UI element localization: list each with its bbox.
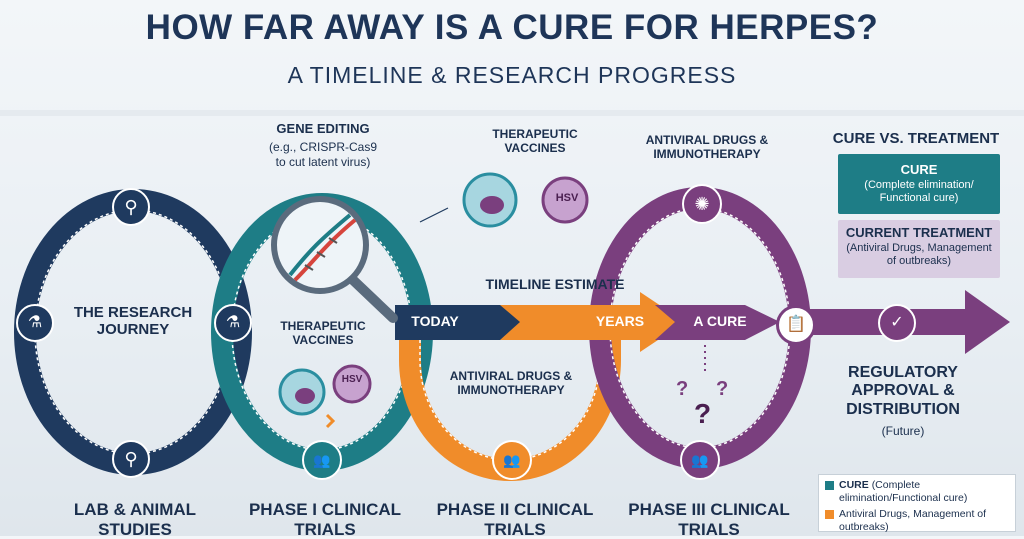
microscope-icon: ⚲ bbox=[112, 188, 150, 226]
legend-swatch-orange bbox=[825, 510, 834, 520]
legend-item2-text: Antiviral Drugs, Management of outbreaks… bbox=[839, 508, 987, 533]
magnifier-check-icon: ✓ bbox=[878, 304, 916, 342]
legend-item-treatment: Antiviral Drugs, Management of outbreaks… bbox=[825, 508, 1009, 533]
antiviral-inner-label: ANTIVIRAL DRUGS & IMMUNOTHERAPY bbox=[449, 369, 573, 397]
gene-editing-desc-2: to cut latent virus) bbox=[275, 155, 371, 169]
legend-item1-text: (Complete elimination/Functional cure) bbox=[839, 479, 968, 504]
gene-editing-title: GENE EDITING bbox=[276, 121, 370, 136]
timeline-cure: A CURE bbox=[693, 313, 747, 329]
cure-box: CURE (Complete elimination/ Functional c… bbox=[838, 154, 1000, 214]
virus-icon: ✺ bbox=[682, 184, 722, 224]
antiviral-top-label: ANTIVIRAL DRUGS & IMMUNOTHERAPY bbox=[645, 133, 769, 161]
lab-animal-label: LAB & ANIMAL STUDIES bbox=[73, 500, 197, 539]
question-mark-icon: ? bbox=[694, 398, 712, 429]
treatment-box-desc: (Antiviral Drugs, Management of outbreak… bbox=[846, 242, 992, 268]
background-lab-shelf bbox=[0, 110, 1024, 116]
research-journey-label: THE RESEARCH JOURNEY bbox=[73, 304, 193, 339]
timeline-arrow-cure bbox=[655, 305, 780, 340]
flask-icon-left: ⚗ bbox=[16, 304, 54, 342]
people-icon-phase2: 👥 bbox=[492, 440, 532, 480]
clipboard-icon: 📋 bbox=[776, 305, 816, 345]
legend-swatch-teal bbox=[825, 481, 834, 490]
phase1-label: PHASE I CLINICAL TRIALS bbox=[248, 500, 402, 539]
question-mark-icon: ? bbox=[676, 378, 689, 400]
vaccines-inner-label: THERAPEUTIC VACCINES bbox=[280, 319, 366, 347]
timeline-arrow-today bbox=[395, 305, 525, 340]
treatment-box-title: CURRENT TREATMENT bbox=[845, 225, 993, 240]
legend-item-cure: CURE (Complete elimination/Functional cu… bbox=[825, 479, 1009, 504]
question-mark-icon: ? bbox=[716, 378, 729, 400]
people-icon-phase1: 👥 bbox=[302, 440, 342, 480]
timeline-years: YEARS bbox=[595, 313, 645, 329]
flask-icon-right: ⚗ bbox=[214, 304, 252, 342]
vaccine-cell-icon bbox=[462, 172, 589, 228]
legend: CURE (Complete elimination/Functional cu… bbox=[818, 474, 1016, 533]
cure-box-desc: (Complete elimination/ Functional cure) bbox=[864, 179, 974, 205]
microscope-icon-bottom: ⚲ bbox=[112, 440, 150, 478]
regulatory-label: REGULATORY APPROVAL & DISTRIBUTION bbox=[846, 364, 960, 418]
legend-item1-bold: CURE bbox=[839, 479, 869, 491]
hsv-label-inner: HSV bbox=[341, 374, 363, 385]
people-icon-phase3: 👥 bbox=[680, 440, 720, 480]
vaccines-top-label: THERAPEUTIC VACCINES bbox=[492, 127, 578, 155]
timeline-heading: TIMELINE ESTIMATE bbox=[485, 276, 625, 292]
page-subtitle: A TIMELINE & RESEARCH PROGRESS bbox=[287, 62, 737, 88]
regulatory-note: (Future) bbox=[881, 424, 925, 438]
treatment-box: CURRENT TREATMENT (Antiviral Drugs, Mana… bbox=[838, 220, 1000, 278]
phase3-label: PHASE III CLINICAL TRIALS bbox=[628, 500, 790, 539]
vaccine-inner-icon bbox=[278, 364, 372, 429]
phase2-label: PHASE II CLINICAL TRIALS bbox=[436, 500, 594, 539]
comparison-heading: CURE VS. TREATMENT bbox=[832, 130, 1000, 147]
gene-editing-desc-1: (e.g., CRISPR-Cas9 bbox=[268, 140, 378, 154]
timeline-today: TODAY bbox=[411, 313, 459, 329]
dna-magnifier-icon bbox=[271, 196, 398, 323]
hsv-label-top: HSV bbox=[555, 192, 579, 204]
page-title: HOW FAR AWAY IS A CURE FOR HERPES? bbox=[145, 8, 879, 47]
cure-box-title: CURE bbox=[900, 162, 938, 177]
timeline-arrow-years bbox=[500, 292, 685, 352]
